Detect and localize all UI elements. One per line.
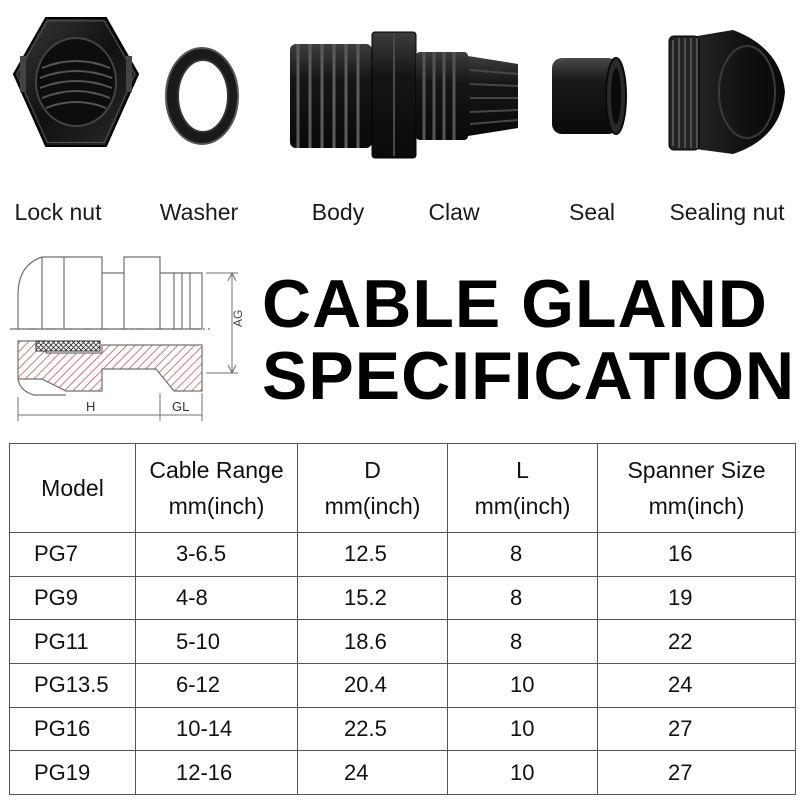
cell-l: 10 bbox=[447, 706, 598, 752]
title-line-1: CABLE GLAND bbox=[262, 266, 768, 342]
washer-label: Washer bbox=[159, 199, 239, 225]
title-line-2: SPECIFICATION bbox=[262, 338, 796, 414]
cell-l: 10 bbox=[447, 662, 598, 708]
body-label: Body bbox=[311, 199, 365, 225]
cell-l: 10 bbox=[447, 750, 598, 795]
cable-gland-cross-section-icon: AG H GL bbox=[10, 256, 245, 421]
cell-cable-range: 5-10 bbox=[135, 619, 298, 664]
cell-model: PG16 bbox=[9, 706, 136, 752]
cell-spanner-size: 19 bbox=[597, 575, 796, 621]
lock-nut-label: Lock nut bbox=[14, 199, 102, 225]
dim-gl-label: GL bbox=[172, 399, 189, 414]
cell-cable-range: 6-12 bbox=[135, 662, 298, 708]
cell-spanner-size: 22 bbox=[597, 619, 796, 664]
cell-cable-range: 10-14 bbox=[135, 706, 298, 752]
cell-l: 8 bbox=[447, 619, 598, 664]
sealing-nut-icon bbox=[668, 30, 785, 154]
cell-spanner-size: 24 bbox=[597, 662, 796, 708]
cell-d: 24 bbox=[297, 750, 448, 795]
page-title: CABLE GLAND SPECIFICATION bbox=[262, 266, 796, 414]
claw-label: Claw bbox=[428, 199, 480, 225]
body-icon bbox=[290, 31, 519, 159]
cell-cable-range: 3-6.5 bbox=[135, 532, 298, 577]
cell-model: PG9 bbox=[9, 575, 136, 621]
sealing-nut-label: Sealing nut bbox=[669, 199, 785, 225]
cell-spanner-size: 27 bbox=[597, 706, 796, 752]
cell-l: 8 bbox=[447, 575, 598, 621]
cell-spanner-size: 16 bbox=[597, 532, 796, 577]
dim-ag-label: AG bbox=[231, 310, 245, 327]
cell-cable-range: 12-16 bbox=[135, 750, 298, 795]
cell-d: 20.4 bbox=[297, 662, 448, 708]
cell-cable-range: 4-8 bbox=[135, 575, 298, 621]
seal-label: Seal bbox=[568, 199, 616, 225]
cell-model: PG7 bbox=[9, 532, 136, 577]
table-row: PG9 4-8 15.2 8 19 bbox=[9, 575, 796, 621]
cell-d: 18.6 bbox=[297, 619, 448, 664]
washer-icon bbox=[165, 47, 239, 145]
table-row: PG13.5 6-12 20.4 10 24 bbox=[9, 662, 796, 708]
header-model: Model bbox=[9, 443, 136, 533]
table-row: PG11 5-10 18.6 8 22 bbox=[9, 619, 796, 664]
cell-model: PG11 bbox=[9, 619, 136, 664]
dim-h-label: H bbox=[86, 399, 95, 414]
cell-d: 12.5 bbox=[297, 532, 448, 577]
table-row: PG19 12-16 24 10 27 bbox=[9, 750, 796, 795]
cell-l: 8 bbox=[447, 532, 598, 577]
parts-row: Lock nut Washer Body Claw Seal Sealing n… bbox=[0, 0, 800, 235]
cell-d: 15.2 bbox=[297, 575, 448, 621]
table-row: PG16 10-14 22.5 10 27 bbox=[9, 706, 796, 752]
cell-model: PG19 bbox=[9, 750, 136, 795]
cell-spanner-size: 27 bbox=[597, 750, 796, 795]
cell-d: 22.5 bbox=[297, 706, 448, 752]
seal-icon bbox=[552, 57, 627, 135]
table-row: PG7 3-6.5 12.5 8 16 bbox=[9, 532, 796, 577]
lock-nut-icon bbox=[12, 17, 140, 147]
cell-model: PG13.5 bbox=[9, 662, 136, 708]
